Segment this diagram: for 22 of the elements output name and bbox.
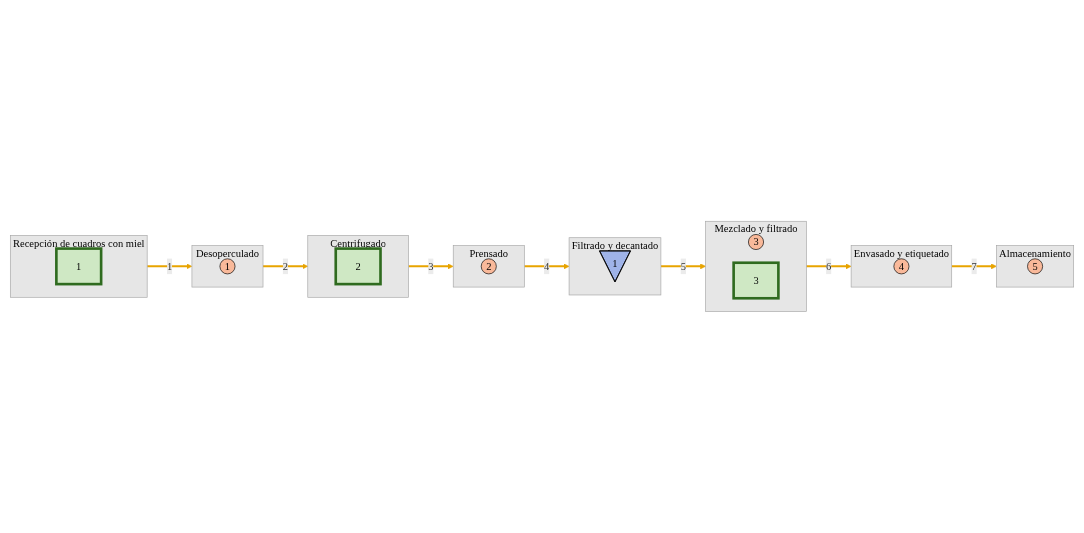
edge-label: 6 (826, 260, 832, 272)
edge-label: 3 (428, 260, 434, 272)
arrow (523, 263, 570, 270)
node-circle: 3 (748, 234, 764, 251)
edge-label: 2 (282, 260, 289, 272)
node-circle: 1 (219, 258, 236, 275)
edge-label: 4 (544, 260, 550, 272)
arrow (262, 263, 309, 270)
node-box: 3 (732, 261, 780, 300)
edge-label: 1 (166, 260, 173, 272)
node-circle: 2 (480, 258, 497, 275)
node-circle: 4 (893, 258, 910, 275)
node-box: 2 (334, 247, 382, 286)
arrow (146, 263, 193, 270)
edge-label: 7 (971, 260, 977, 272)
node-circle: 5 (1027, 258, 1043, 275)
arrow (805, 263, 852, 270)
node-box: 1 (55, 247, 103, 286)
edge-label: 5 (680, 260, 686, 272)
arrow (659, 263, 706, 270)
arrow (407, 263, 454, 270)
arrow (950, 263, 997, 270)
